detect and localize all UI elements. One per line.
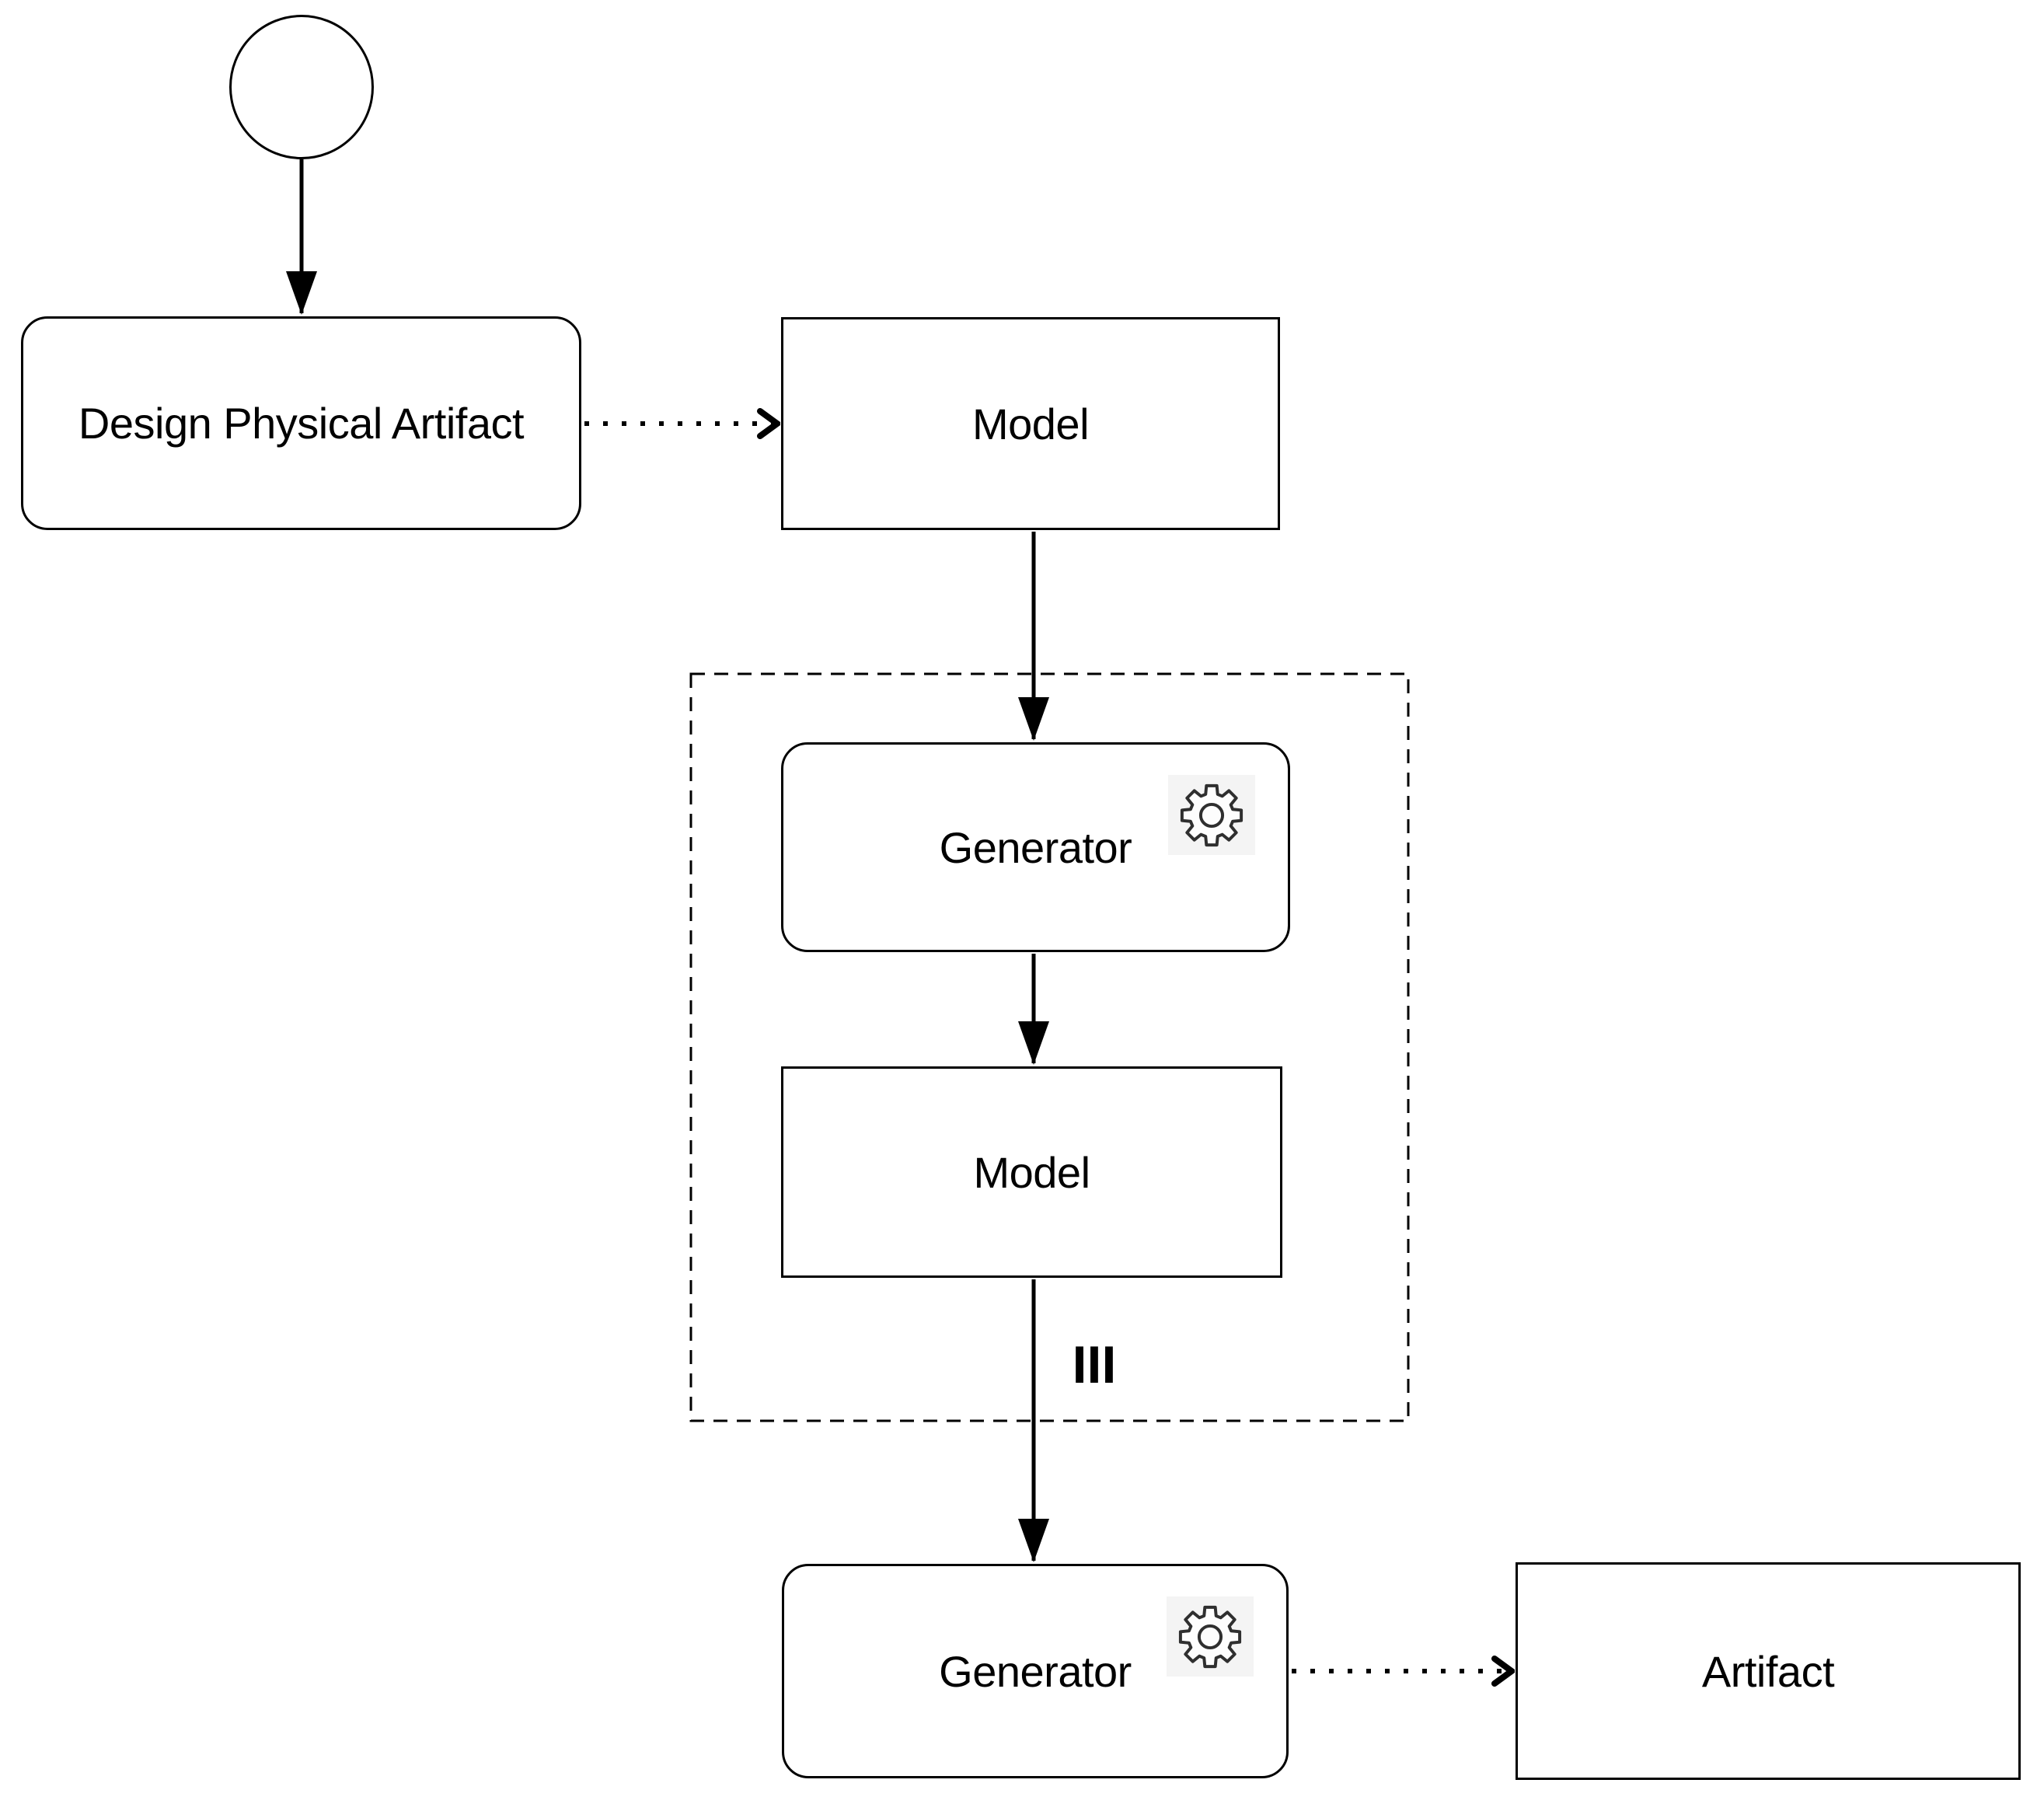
artifact-label: Artifact <box>1701 1646 1835 1696</box>
artifact-node: Artifact <box>1516 1562 2021 1780</box>
task-label: Design Physical Artifact <box>78 399 525 448</box>
model-node-inner: Model <box>781 1066 1282 1278</box>
gear-icon <box>1167 1596 1254 1677</box>
model-node-top: Model <box>781 317 1280 530</box>
generator-node-inner: Generator <box>781 742 1290 952</box>
model-label: Model <box>973 1147 1090 1197</box>
model-label: Model <box>971 399 1090 448</box>
generator-node-bottom: Generator <box>782 1564 1289 1778</box>
task-design-physical-artifact: Design Physical Artifact <box>21 316 581 530</box>
start-event-node <box>229 15 374 159</box>
generator-label: Generator <box>939 822 1132 872</box>
loop-group-label: III <box>1072 1335 1117 1394</box>
gear-icon <box>1168 775 1255 855</box>
generator-label: Generator <box>939 1646 1132 1696</box>
